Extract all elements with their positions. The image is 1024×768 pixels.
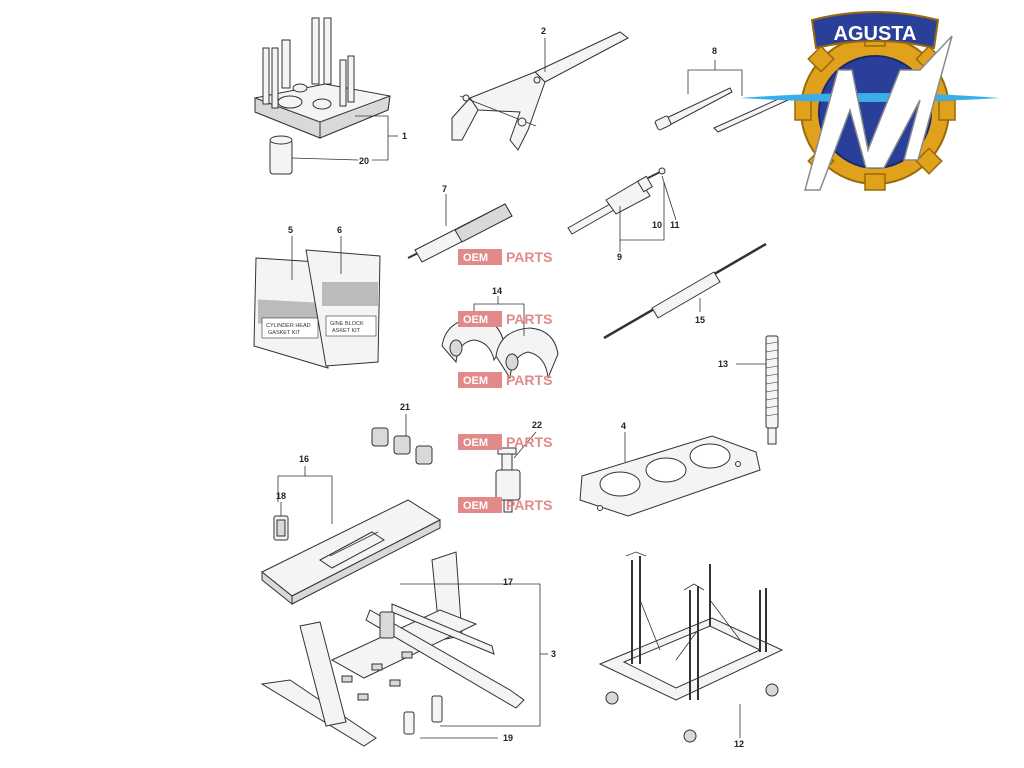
logo-agusta-text: AGUSTA — [834, 23, 917, 45]
part-22-bolt-tool[interactable] — [495, 447, 521, 513]
bag-left-line2: GASKET KIT — [268, 330, 301, 336]
label-22: 22 — [532, 420, 542, 430]
label-18: 18 — [276, 491, 286, 501]
part-5-cylinder-head-gasket-kit[interactable]: CYLINDER HEAD GASKET KIT — [253, 257, 329, 369]
label-11: 11 — [670, 220, 680, 230]
svg-text:OEM: OEM — [463, 375, 488, 387]
label-13: 13 — [718, 359, 728, 369]
svg-text:PARTS: PARTS — [506, 497, 552, 513]
part-15-shaft[interactable] — [603, 242, 767, 340]
mv-agusta-logo: AGUSTA — [740, 11, 1000, 191]
label-20: 20 — [359, 156, 369, 166]
label-2: 2 — [541, 26, 546, 36]
svg-text:OEM: OEM — [463, 252, 488, 264]
svg-text:OEM: OEM — [463, 500, 488, 512]
label-19: 19 — [503, 733, 513, 743]
label-14: 14 — [492, 286, 502, 296]
watermark-4: OEM PARTS — [458, 434, 552, 450]
part-9-puller[interactable] — [567, 175, 654, 235]
bag-right-line2: ASKET KIT — [332, 328, 361, 334]
watermark-5: OEM PARTS — [458, 497, 552, 513]
svg-text:PARTS: PARTS — [506, 311, 552, 327]
bag-left-line1: CYLINDER HEAD — [266, 323, 311, 329]
label-10: 10 — [652, 220, 662, 230]
part-14-split-collars[interactable] — [441, 317, 559, 380]
part-21-spacers[interactable] — [371, 427, 433, 465]
svg-text:PARTS: PARTS — [506, 249, 552, 265]
svg-text:PARTS: PARTS — [506, 372, 552, 388]
part-11-screw[interactable] — [647, 167, 666, 179]
part-8-tools[interactable] — [654, 87, 789, 133]
bag-right-line1: GINE BLOCK — [330, 321, 364, 327]
watermark-1: OEM PARTS — [458, 249, 552, 265]
svg-text:OEM: OEM — [463, 437, 488, 449]
svg-text:PARTS: PARTS — [506, 434, 552, 450]
part-17-support-arm[interactable] — [365, 603, 525, 709]
part-1-pin-fixture[interactable] — [254, 17, 391, 139]
label-8: 8 — [712, 46, 717, 56]
part-4-cylinder-plate[interactable] — [579, 435, 761, 517]
label-9: 9 — [617, 252, 622, 262]
part-20-sleeve[interactable] — [269, 135, 293, 175]
watermark-3: OEM PARTS — [458, 372, 552, 388]
label-21: 21 — [400, 402, 410, 412]
label-6: 6 — [337, 225, 342, 235]
part-7-knurled-tool[interactable] — [407, 203, 513, 263]
watermark-2: OEM PARTS — [458, 311, 552, 327]
part-19-pins[interactable] — [403, 695, 443, 735]
label-5: 5 — [288, 225, 293, 235]
label-7: 7 — [442, 184, 447, 194]
label-17: 17 — [503, 577, 513, 587]
label-16: 16 — [299, 454, 309, 464]
label-1: 1 — [402, 131, 407, 141]
label-4: 4 — [621, 421, 626, 431]
part-2-pin-spanner[interactable] — [451, 31, 629, 151]
part-12-trolley[interactable] — [598, 551, 784, 743]
part-13-threaded-rod[interactable] — [765, 335, 779, 445]
label-3: 3 — [551, 649, 556, 659]
part-6-engine-block-gasket-kit[interactable]: GINE BLOCK ASKET KIT — [305, 249, 381, 367]
label-12: 12 — [734, 739, 744, 749]
part-16-base-plate[interactable] — [261, 499, 442, 606]
part-18-bushing[interactable] — [273, 515, 289, 541]
label-15: 15 — [695, 315, 705, 325]
svg-text:OEM: OEM — [463, 314, 488, 326]
